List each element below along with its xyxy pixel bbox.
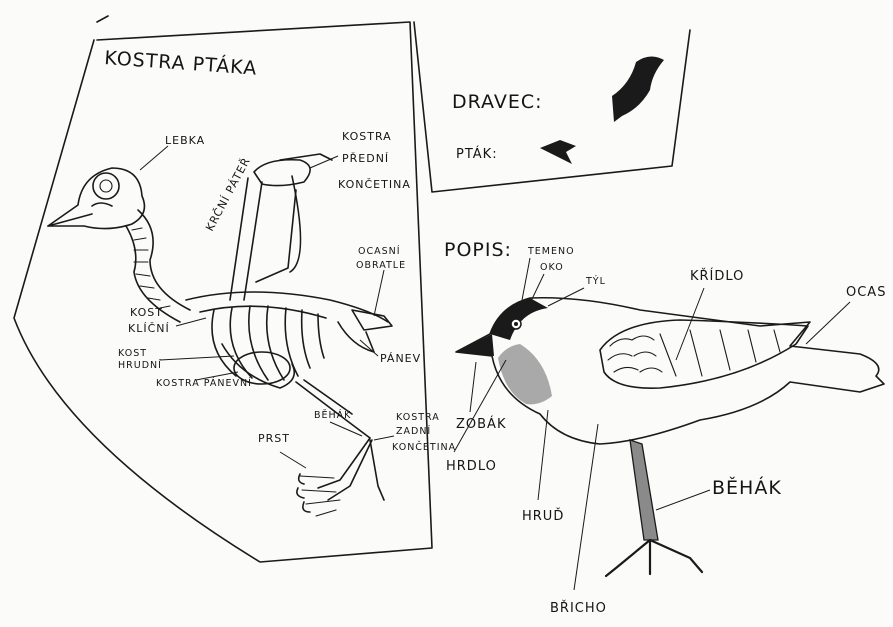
- legend-ptak: PTÁK:: [456, 146, 498, 162]
- leader-line: [538, 410, 548, 500]
- bird-leg-icon: [606, 440, 702, 576]
- label-ocasni-1: OCASNÍ: [358, 245, 401, 257]
- leader-line: [522, 258, 530, 300]
- leader-line: [374, 270, 384, 316]
- description-panel: POPIS: TEMENO OKO TÝL KŘÍDLO OCAS ZOB: [444, 239, 886, 616]
- bird-silhouette-icon: [540, 140, 576, 164]
- skeleton-panel-border: [14, 16, 432, 562]
- label-predni-1: KOSTRA: [342, 130, 392, 143]
- wing-skeleton-icon: [230, 154, 332, 300]
- label-klicni-1: KOST: [130, 306, 163, 319]
- label-hrdlo: HRDLO: [446, 459, 497, 474]
- leader-line: [656, 490, 710, 510]
- skull-icon: [48, 168, 144, 229]
- label-tyl: TÝL: [585, 275, 606, 287]
- label-ocas: OCAS: [846, 285, 886, 300]
- leader-line: [310, 156, 338, 168]
- leader-line: [676, 288, 704, 360]
- leader-line: [454, 360, 506, 452]
- label-ocasni-2: OBRATLE: [356, 260, 406, 271]
- leader-line: [280, 452, 306, 468]
- label-zadni-3: KONČETINA: [392, 441, 456, 453]
- skeleton-panel: KOSTRA PTÁKA: [14, 16, 456, 562]
- label-predni-2: PŘEDNÍ: [342, 152, 389, 165]
- label-kridlo: KŘÍDLO: [690, 268, 744, 284]
- tail-skeleton-icon: [338, 310, 392, 352]
- leader-line: [470, 362, 476, 412]
- legend-panel: DRAVEC: PTÁK:: [414, 22, 690, 192]
- raptor-silhouette-icon: [612, 56, 664, 122]
- bird-body-icon: [456, 298, 884, 444]
- leader-line: [574, 424, 598, 590]
- ribcage-icon: [186, 292, 388, 388]
- label-oko: OKO: [540, 262, 564, 273]
- leg-skeleton-icon: [296, 380, 384, 516]
- label-lebka: LEBKA: [165, 134, 205, 147]
- label-zadni-1: KOSTRA: [396, 412, 440, 423]
- label-hrudni-1: KOST: [118, 348, 147, 359]
- label-behak-skeleton: BĚHÁK: [314, 409, 351, 421]
- label-zobak: ZOBÁK: [456, 416, 506, 432]
- skeleton-title: KOSTRA PTÁKA: [104, 46, 258, 80]
- leader-line: [140, 146, 168, 170]
- leader-line: [374, 436, 394, 440]
- leader-line: [160, 356, 234, 360]
- label-zadni-2: ZADNÍ: [396, 425, 431, 437]
- label-panev: PÁNEV: [380, 352, 421, 365]
- throat-shading: [498, 344, 552, 404]
- leader-line: [806, 302, 850, 344]
- legend-dravec: DRAVEC:: [452, 91, 543, 113]
- label-prst: PRST: [258, 432, 290, 445]
- label-temeno: TEMENO: [527, 246, 575, 257]
- label-hrud: HRUĎ: [522, 508, 564, 524]
- leader-line: [548, 288, 584, 306]
- description-title: POPIS:: [444, 239, 512, 261]
- label-predni-3: KONČETINA: [338, 178, 411, 191]
- label-bricho: BŘICHO: [550, 600, 607, 616]
- label-klicni-2: KLÍČNÍ: [128, 322, 170, 335]
- label-hrudni-2: HRUDNÍ: [118, 359, 162, 371]
- label-behak: BĚHÁK: [712, 476, 782, 499]
